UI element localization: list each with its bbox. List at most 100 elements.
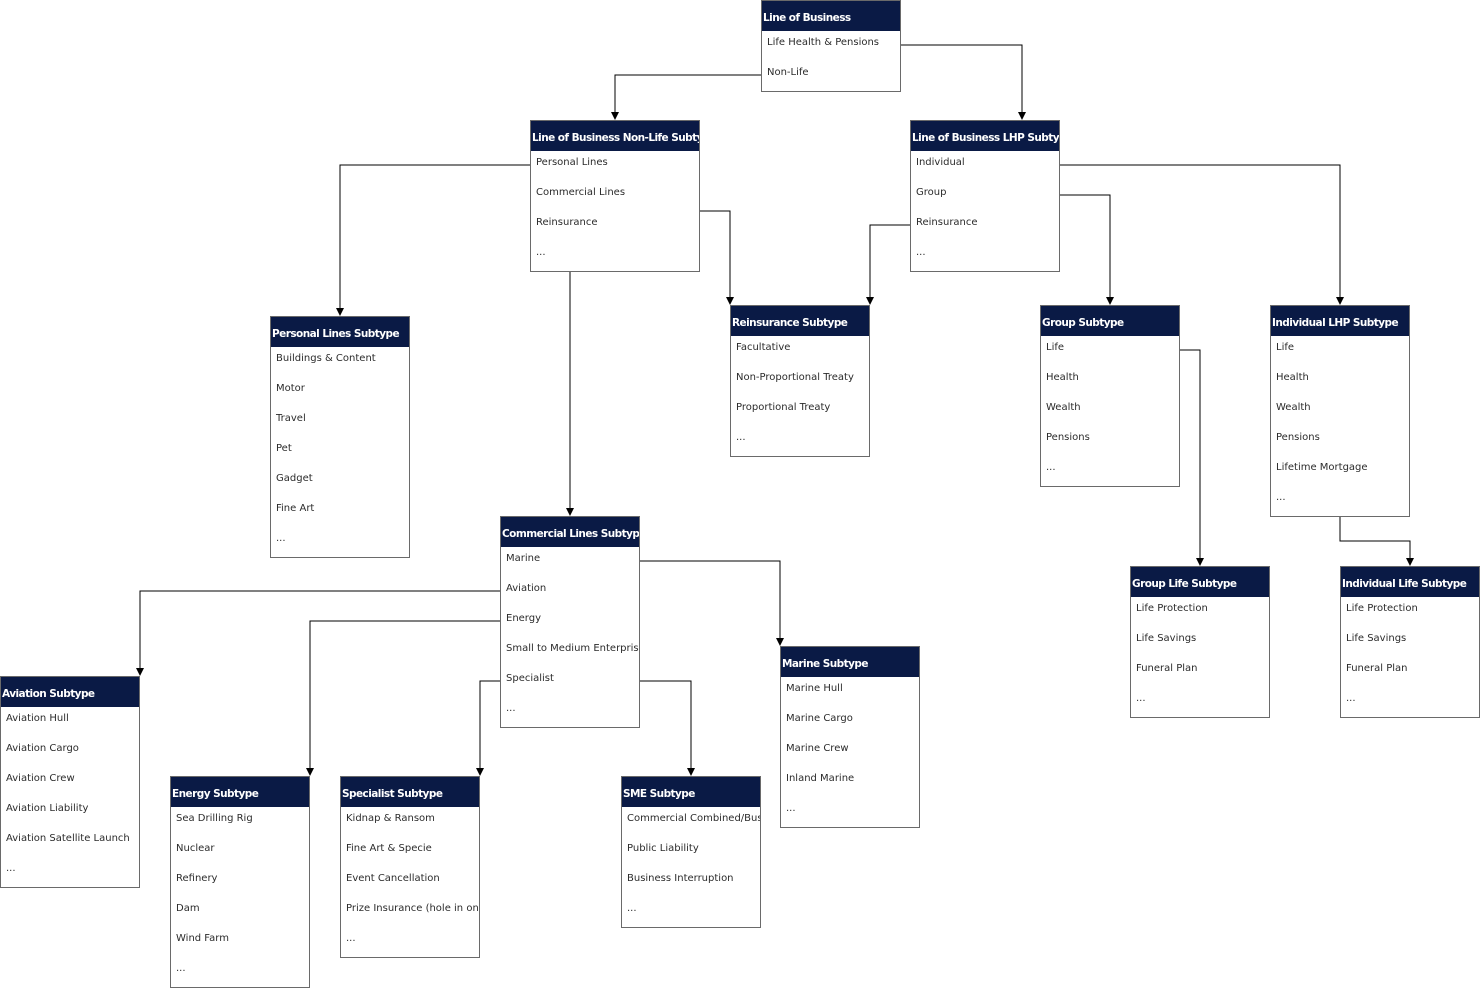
node-item: Nuclear	[176, 843, 215, 854]
node-item: Funeral Plan	[1346, 663, 1408, 674]
node-title: Reinsurance Subtype	[731, 306, 869, 336]
node-item: Aviation	[506, 583, 547, 594]
node-item: Wind Farm	[176, 933, 229, 944]
node-item: Dam	[176, 903, 200, 914]
node-item: Life Protection	[1346, 603, 1418, 614]
node-item: ...	[627, 903, 637, 914]
node-item: ...	[786, 803, 796, 814]
edge-line-of-business-to-lhp-subtype	[901, 44, 1026, 120]
node-item: ...	[916, 247, 926, 258]
edge-commercial-lines-subtype-to-sme-subtype	[640, 680, 695, 776]
node-item: Commercial Combined/Business Owners Poli…	[627, 813, 760, 824]
edge-line-of-business-to-non-life-subtype	[611, 74, 761, 120]
edge-lhp-subtype-to-individual-lhp-subtype	[1060, 164, 1344, 305]
node-item: ...	[1046, 462, 1056, 473]
node-item: Pensions	[1276, 432, 1320, 443]
node-item: Buildings & Content	[276, 353, 376, 364]
node-item: Prize Insurance (hole in one)	[346, 903, 479, 914]
node-item: ...	[1346, 693, 1356, 704]
node-item: Life Savings	[1346, 633, 1407, 644]
node-item: Life Health & Pensions	[767, 37, 880, 48]
node-item: Health	[1046, 372, 1079, 383]
node-item: ...	[1276, 492, 1286, 503]
node-item: Life	[1046, 342, 1065, 353]
node-title: Line of Business Non-Life Subtype	[531, 121, 699, 151]
edge-commercial-lines-subtype-to-specialist-subtype	[476, 680, 500, 776]
node-item: Wealth	[1276, 402, 1311, 413]
node-item: Facultative	[736, 342, 791, 353]
node-item: Event Cancellation	[346, 873, 440, 884]
node-item: ...	[506, 703, 516, 714]
node-item: Personal Lines	[536, 157, 608, 168]
node-item: Refinery	[176, 873, 218, 884]
node-item: Inland Marine	[786, 773, 855, 784]
node-item: Aviation Cargo	[6, 743, 79, 754]
node-item: ...	[6, 863, 16, 874]
node-item: ...	[1136, 693, 1146, 704]
node-item: Public Liability	[627, 843, 699, 854]
node-item: Marine	[506, 553, 541, 564]
node-item: Non-Life	[767, 67, 809, 78]
node-item: Gadget	[276, 473, 313, 484]
node-title: Commercial Lines Subtype	[501, 517, 639, 547]
node-item: Specialist	[506, 673, 554, 684]
edge-lhp-subtype-to-group-subtype	[1060, 194, 1114, 305]
node-item: Aviation Liability	[6, 803, 89, 814]
node-item: ...	[276, 533, 286, 544]
node-title: Group Subtype	[1041, 306, 1179, 336]
edge-non-life-subtype-to-reinsurance-subtype	[700, 210, 734, 305]
node-item: Motor	[276, 383, 305, 394]
node-item: Reinsurance	[916, 217, 978, 228]
node-item: Business Interruption	[627, 873, 734, 884]
node-item: ...	[536, 247, 546, 258]
node-item: Travel	[276, 413, 306, 424]
node-item: Aviation Satellite Launch	[6, 833, 130, 844]
node-title: Individual LHP Subtype	[1271, 306, 1409, 336]
node-item: Marine Cargo	[786, 713, 853, 724]
node-item: Life Savings	[1136, 633, 1197, 644]
node-item: Life	[1276, 342, 1295, 353]
node-item: Fine Art	[276, 503, 315, 514]
node-title: SME Subtype	[622, 777, 760, 807]
edge-lhp-subtype-to-reinsurance-subtype	[866, 224, 910, 305]
node-item: Marine Crew	[786, 743, 849, 754]
edge-non-life-subtype-to-personal-lines-subtype	[336, 164, 530, 316]
edge-group-subtype-to-group-life-subtype	[1180, 349, 1204, 566]
node-title: Aviation Subtype	[1, 677, 139, 707]
node-item: Health	[1276, 372, 1309, 383]
node-title: Marine Subtype	[781, 647, 919, 677]
node-item: ...	[736, 432, 746, 443]
node-item: Energy	[506, 613, 542, 624]
node-item: Pet	[276, 443, 292, 454]
edge-commercial-lines-subtype-to-energy-subtype	[306, 620, 500, 776]
node-item: Small to Medium Enterprise	[506, 643, 639, 654]
node-item: Life Protection	[1136, 603, 1208, 614]
node-item: Fine Art & Specie	[346, 843, 432, 854]
edge-individual-lhp-subtype-to-individual-life-subtype	[1339, 515, 1414, 566]
edge-commercial-lines-subtype-to-aviation-subtype	[136, 590, 500, 676]
node-item: Proportional Treaty	[736, 402, 831, 413]
node-item: Funeral Plan	[1136, 663, 1198, 674]
node-item: Pensions	[1046, 432, 1090, 443]
node-title: Specialist Subtype	[341, 777, 479, 807]
node-item: Lifetime Mortgage	[1276, 462, 1368, 473]
node-item: Aviation Hull	[6, 713, 69, 724]
node-title: Energy Subtype	[171, 777, 309, 807]
node-item: Group	[916, 187, 947, 198]
